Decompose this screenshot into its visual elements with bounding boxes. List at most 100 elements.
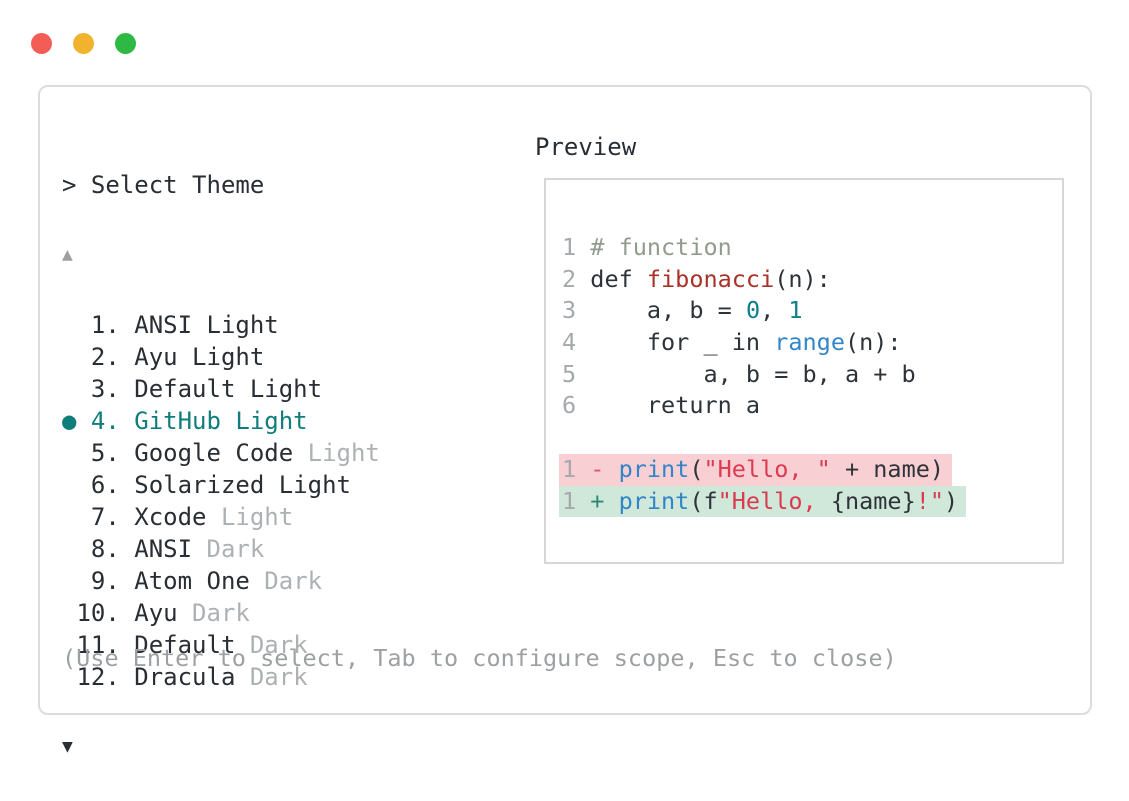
code-token: {name}	[830, 486, 916, 515]
code-token: range	[774, 328, 845, 357]
theme-name: . Atom One	[105, 567, 250, 595]
line-number: 3	[562, 296, 591, 325]
code-token: +	[590, 486, 619, 515]
code-token: print	[618, 486, 690, 515]
theme-number: 5	[90, 439, 106, 467]
theme-variant-muted: Dark	[249, 567, 323, 595]
theme-number: 3	[90, 375, 106, 403]
code-token: "Hello, "	[703, 454, 831, 483]
code-token: (f	[689, 486, 718, 515]
theme-item-6[interactable]: 6. Solarized Light	[62, 469, 380, 501]
code-line: 4 for _ in range(n):	[562, 327, 1062, 359]
window-controls	[31, 33, 136, 54]
code-line	[562, 422, 1062, 454]
theme-name: . Default Light	[105, 375, 323, 403]
line-number: 1	[562, 486, 591, 515]
theme-item-11[interactable]: 11. Default Dark	[62, 629, 380, 661]
code-token: a, b =	[590, 296, 746, 325]
line-number: 6	[562, 391, 591, 420]
code-token: a, b = b, a + b	[590, 359, 916, 388]
theme-list: 1. ANSI Light 2. Ayu Light 3. Default Li…	[62, 309, 380, 693]
theme-name: . Xcode	[105, 503, 207, 531]
theme-name: . Default	[105, 631, 236, 659]
marker-spacer	[62, 311, 76, 339]
code-line: 2 def fibonacci(n):	[562, 264, 1062, 296]
theme-name: . Dracula	[105, 663, 236, 691]
code-token: ,	[760, 296, 789, 325]
code-token: print	[618, 454, 690, 483]
theme-item-2[interactable]: 2. Ayu Light	[62, 341, 380, 373]
code-token: )	[944, 486, 959, 515]
line-number: 4	[562, 328, 591, 357]
code-token: # function	[590, 233, 732, 261]
marker-spacer	[62, 471, 76, 499]
theme-number: 11	[76, 631, 106, 659]
marker-spacer	[62, 439, 76, 467]
selected-dot-icon: ●	[62, 407, 77, 435]
theme-number: 12	[76, 663, 106, 691]
theme-item-5[interactable]: 5. Google Code Light	[62, 437, 380, 469]
theme-item-1[interactable]: 1. ANSI Light	[62, 309, 380, 341]
theme-variant-muted: Light	[293, 439, 380, 467]
marker-spacer	[62, 503, 76, 531]
theme-variant-muted: Dark	[177, 599, 250, 627]
theme-number: 7	[90, 503, 106, 531]
code-token: (	[689, 454, 704, 483]
theme-name: . Solarized Light	[105, 471, 351, 499]
theme-name: . Ayu Light	[105, 343, 265, 371]
marker-spacer	[62, 567, 76, 595]
code-token: -	[590, 454, 619, 483]
help-text: (Use Enter to select, Tab to configure s…	[62, 644, 897, 672]
code-line: 3 a, b = 0, 1	[562, 295, 1062, 327]
minimize-button-icon[interactable]	[73, 33, 94, 54]
diff-line-added: 1 + print(f"Hello, {name}!")	[559, 485, 967, 518]
theme-item-9[interactable]: 9. Atom One Dark	[62, 565, 380, 597]
theme-picker-column: > Select Theme ▲ 1. ANSI Light 2. Ayu Li…	[62, 131, 380, 801]
theme-number: 8	[90, 535, 106, 563]
theme-number: 10	[76, 599, 106, 627]
close-button-icon[interactable]	[31, 33, 52, 54]
code-token: 1	[788, 296, 803, 325]
marker-spacer	[62, 535, 76, 563]
code-token: fibonacci	[646, 264, 775, 293]
line-number: 2	[562, 264, 591, 293]
line-number: 5	[562, 359, 591, 388]
preview-title: Preview	[535, 133, 637, 161]
theme-name: . ANSI	[105, 535, 193, 563]
theme-number: 2	[90, 343, 106, 371]
theme-item-4[interactable]: ● 4. GitHub Light	[62, 405, 380, 437]
code-line: 5 a, b = b, a + b	[562, 359, 1062, 391]
theme-item-3[interactable]: 3. Default Light	[62, 373, 380, 405]
prompt-title: > Select Theme	[62, 171, 265, 199]
theme-variant-muted: Dark	[235, 663, 308, 691]
marker-spacer	[62, 343, 76, 371]
theme-variant-muted: Dark	[192, 535, 265, 563]
theme-name: . GitHub Light	[105, 407, 308, 435]
theme-number: 1	[90, 311, 106, 339]
code-token: "Hello,	[717, 486, 831, 515]
code-token: !"	[915, 486, 945, 515]
code-token: + name)	[830, 454, 945, 483]
code-token: for _ in	[590, 328, 775, 357]
zoom-button-icon[interactable]	[115, 33, 136, 54]
code-line: 1 # function	[562, 232, 1062, 264]
theme-item-10[interactable]: 10. Ayu Dark	[62, 597, 380, 629]
theme-name: . ANSI Light	[105, 311, 279, 339]
theme-name: . Google Code	[105, 439, 294, 467]
code-token: (n):	[844, 328, 902, 357]
marker-spacer	[62, 599, 76, 627]
code-token: 0	[745, 296, 761, 325]
theme-number: 4	[90, 407, 106, 435]
scroll-down-icon[interactable]: ▼	[62, 736, 73, 757]
marker-spacer	[62, 375, 76, 403]
scroll-up-icon[interactable]: ▲	[62, 244, 73, 265]
theme-item-12[interactable]: 12. Dracula Dark	[62, 661, 380, 693]
theme-item-7[interactable]: 7. Xcode Light	[62, 501, 380, 533]
code-line: 6 return a	[562, 390, 1062, 422]
theme-variant-muted: Light	[206, 503, 294, 531]
code-token: return a	[590, 391, 761, 420]
theme-item-8[interactable]: 8. ANSI Dark	[62, 533, 380, 565]
